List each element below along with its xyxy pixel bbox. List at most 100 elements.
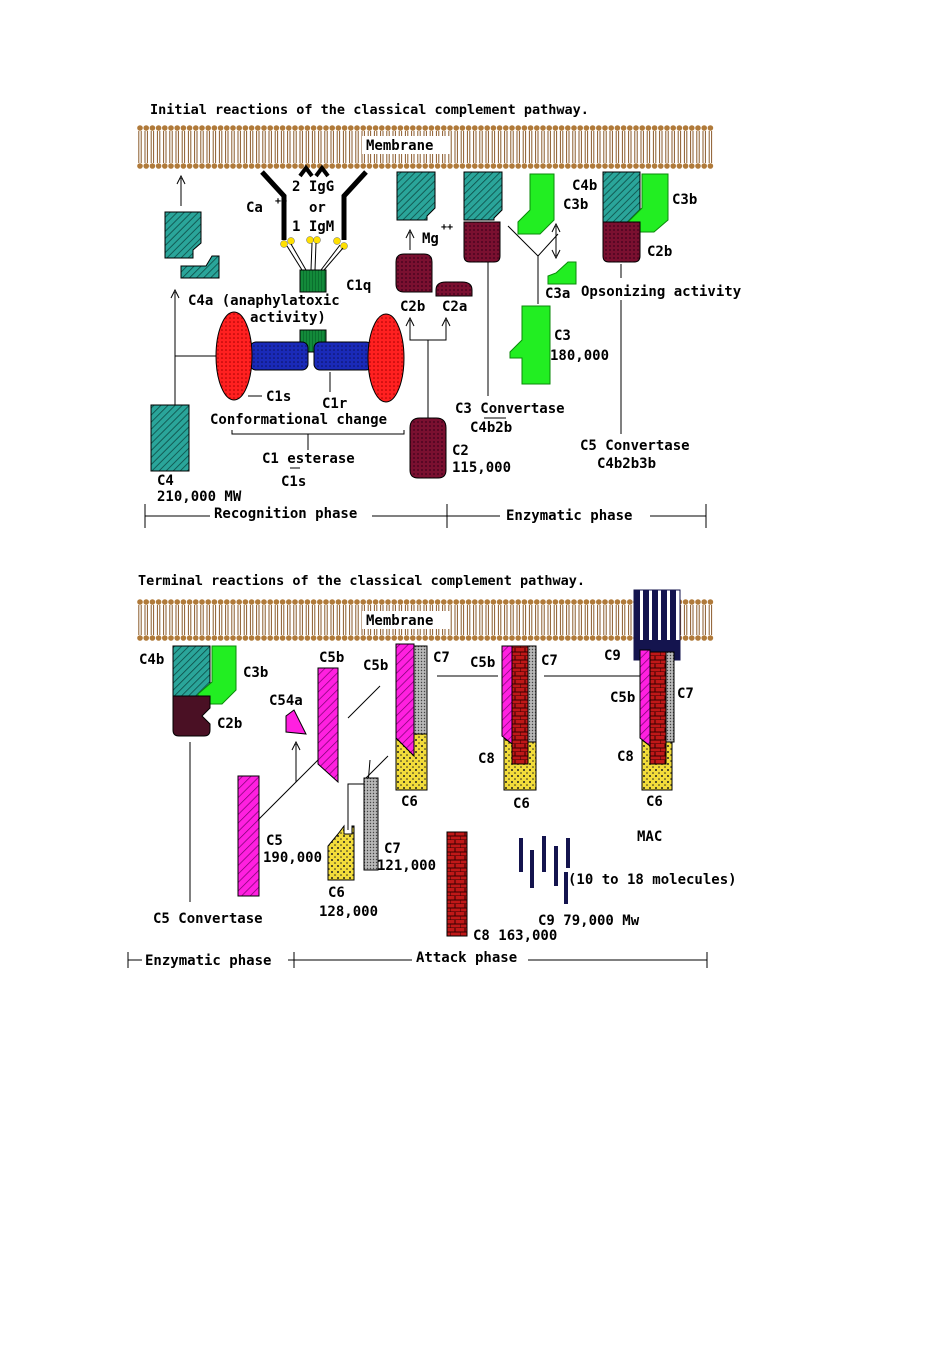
- lipid-head: [267, 599, 274, 605]
- c2-label: C2: [452, 443, 469, 459]
- lipid-head: [397, 163, 404, 169]
- lipid-head: [149, 599, 156, 605]
- lipid-head: [509, 125, 515, 131]
- lipid-head: [236, 635, 242, 641]
- ca-label: Ca: [246, 200, 263, 216]
- lipid-head: [403, 599, 410, 605]
- c4-label: C4: [157, 473, 174, 489]
- lipid-head: [577, 163, 583, 169]
- c6-to-c567-line: [347, 759, 371, 830]
- c8-label-b: C8: [617, 749, 634, 765]
- lipid-head: [428, 635, 435, 641]
- c6-label-b: C6: [513, 796, 530, 812]
- lipid-head: [577, 635, 583, 641]
- c8-label-a: C8: [478, 751, 495, 767]
- lipid-head: [658, 125, 664, 131]
- lipid-head: [335, 599, 342, 605]
- lipid-head: [422, 163, 429, 169]
- lipid-head: [242, 599, 249, 605]
- top-title: Initial reactions of the classical compl…: [150, 102, 589, 118]
- c3-molecule: [509, 305, 551, 385]
- lipid-head: [379, 635, 385, 641]
- lipid-head: [242, 163, 249, 169]
- lipid-head: [534, 599, 540, 605]
- lipid-head: [608, 125, 614, 131]
- lipid-head: [354, 599, 360, 605]
- lipid-head: [205, 599, 211, 605]
- lipid-head: [372, 599, 379, 605]
- lipid-head: [614, 125, 621, 131]
- lipid-head: [651, 125, 658, 131]
- mg-label: Mg: [422, 231, 439, 247]
- c5-mw-label: 190,000: [263, 850, 322, 866]
- lipid-head: [602, 599, 608, 605]
- lipid-head: [596, 125, 602, 131]
- lipid-head: [292, 125, 298, 131]
- lipid-head: [254, 125, 261, 131]
- lipid-head: [211, 635, 218, 641]
- mac-c7: [665, 651, 675, 743]
- attack-phase-label: Attack phase: [416, 950, 517, 966]
- lipid-head: [230, 635, 236, 641]
- lipid-head: [552, 163, 559, 169]
- c7-label-a: C7: [433, 650, 450, 666]
- mac-c5b: [639, 649, 651, 748]
- lipid-head: [441, 599, 447, 605]
- lipid-head: [552, 599, 559, 605]
- c5b-to-c567-line: [347, 685, 381, 719]
- lipid-head: [224, 635, 230, 641]
- lipid-head: [577, 599, 583, 605]
- mg-arrow-head: [405, 228, 415, 239]
- lipid-head: [664, 125, 670, 131]
- lipid-head: [323, 635, 329, 641]
- c3b-label-convertase: C3b: [672, 192, 697, 208]
- lipid-head: [155, 163, 162, 169]
- c4a-fragment: [180, 255, 220, 279]
- lipid-head: [583, 599, 590, 605]
- top-membrane-label-bg: [362, 136, 450, 154]
- lipid-head: [614, 163, 621, 169]
- lipid-head: [248, 163, 255, 169]
- lipid-head: [217, 163, 224, 169]
- or-label: or: [309, 200, 326, 216]
- lipid-head: [137, 125, 143, 131]
- top-phase-axis: [144, 504, 707, 528]
- c3-label: C3: [554, 328, 571, 344]
- mac-c6: [641, 739, 673, 791]
- c7-molecule: [363, 777, 379, 871]
- lipid-head: [527, 163, 534, 169]
- lipid-head: [416, 163, 422, 169]
- c5-convertase-label: C5 Convertase: [580, 438, 690, 454]
- c7-mw-label: 121,000: [377, 858, 436, 874]
- c3-convertase-c4b: [463, 171, 503, 221]
- lipid-head: [689, 125, 695, 131]
- lipid-head: [162, 635, 168, 641]
- lipid-head: [620, 635, 627, 641]
- lipid-head: [348, 635, 354, 641]
- c2-mw-label: 115,000: [452, 460, 511, 476]
- c2-split-bracket: [409, 320, 447, 341]
- igg-label: 2 IgG: [292, 179, 334, 195]
- lipid-head: [614, 635, 621, 641]
- c5-convertase-c2b: [602, 221, 641, 263]
- lipid-head: [521, 599, 528, 605]
- lipid-head: [286, 599, 292, 605]
- lipid-head: [236, 163, 242, 169]
- lipid-head: [441, 163, 447, 169]
- lipid-head: [329, 125, 336, 131]
- lipid-head: [651, 163, 658, 169]
- lipid-head: [620, 163, 627, 169]
- lipid-head: [193, 125, 199, 131]
- lipid-head: [664, 163, 670, 169]
- lipid-head: [286, 163, 292, 169]
- lipid-head: [689, 163, 695, 169]
- c7-to-c567-line: [365, 755, 389, 779]
- lipid-head: [341, 125, 348, 131]
- lipid-head: [447, 125, 453, 131]
- c4-to-c1-line: [174, 355, 216, 405]
- lipid-head: [273, 163, 280, 169]
- lipid-head: [416, 599, 422, 605]
- lipid-head: [453, 125, 460, 131]
- lipid-head: [180, 635, 187, 641]
- lipid-head: [230, 125, 236, 131]
